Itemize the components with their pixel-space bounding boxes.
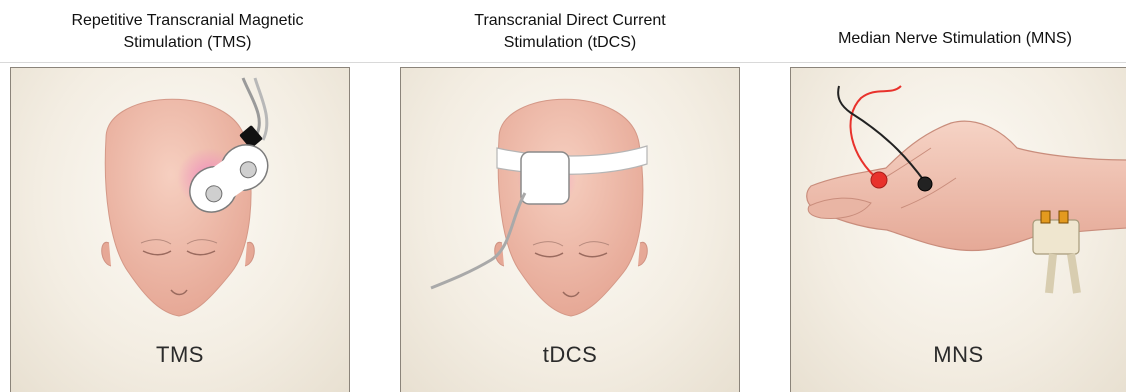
stimulator-knob-2	[1059, 211, 1068, 223]
panel-tdcs: tDCS	[400, 67, 740, 392]
ear-left	[102, 242, 111, 266]
panel-tms: TMS	[10, 67, 350, 392]
ear-right	[245, 242, 254, 266]
panel-mns: MNS	[790, 67, 1126, 392]
electrode-black	[918, 177, 932, 191]
electrode-red	[871, 172, 887, 188]
stimulator-cable	[1049, 254, 1077, 293]
stimulator-knob-1	[1041, 211, 1050, 223]
ear-right	[638, 242, 647, 266]
electrode-pad	[521, 152, 569, 204]
header-divider	[0, 62, 1126, 63]
title-tdcs: Transcranial Direct Current Stimulation …	[400, 10, 740, 54]
title-tms: Repetitive Transcranial Magnetic Stimula…	[10, 10, 365, 54]
label-mns: MNS	[791, 342, 1126, 368]
label-tdcs: tDCS	[401, 342, 739, 368]
label-tms: TMS	[11, 342, 349, 368]
head-shape	[105, 99, 251, 316]
wrist-stimulator	[1033, 220, 1079, 254]
title-mns: Median Nerve Stimulation (MNS)	[790, 28, 1120, 50]
